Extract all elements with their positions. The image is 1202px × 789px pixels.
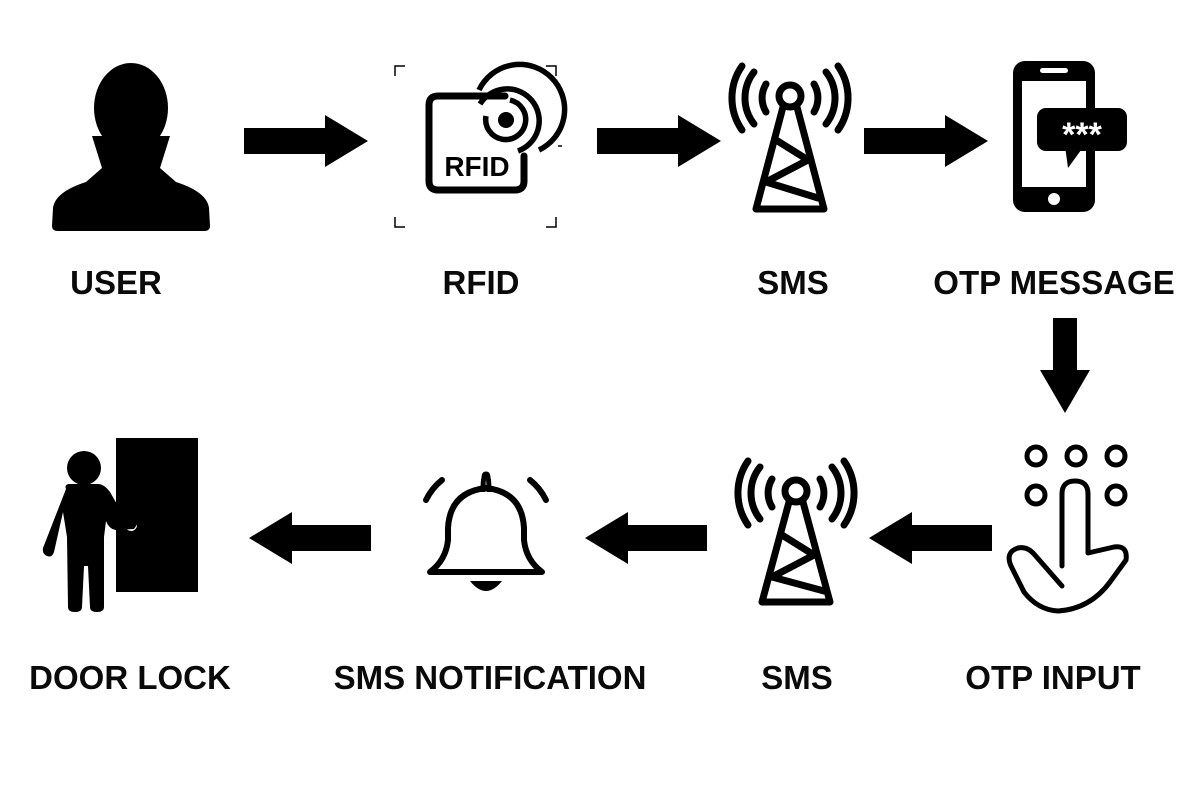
cell-tower-icon (734, 457, 858, 606)
user-silhouette-icon (52, 63, 210, 231)
node-label-door-lock: DOOR LOCK (29, 659, 231, 696)
otp-stars-text: *** (1062, 116, 1102, 154)
node-label-otp-input: OTP INPUT (965, 659, 1141, 696)
keypad-touch-icon (1006, 444, 1129, 614)
arrow-otp-input-to-sms-bottom (869, 512, 992, 564)
cell-tower-icon (728, 62, 852, 213)
rfid-icon-text: RFID (444, 151, 509, 182)
phone-message-icon: *** (1013, 61, 1127, 212)
node-label-rfid: RFID (442, 264, 520, 301)
node-label-user: USER (70, 264, 162, 301)
bell-icon (423, 471, 549, 591)
arrow-user-to-rfid (244, 115, 368, 167)
arrow-otp-message-to-otp-input (1040, 318, 1090, 413)
arrow-sms-to-otp-message (864, 115, 988, 167)
arrow-notification-to-door-lock (249, 512, 371, 564)
arrow-sms-bottom-to-notification (585, 512, 707, 564)
arrow-rfid-to-sms-top (597, 115, 721, 167)
node-label-sms-notification: SMS NOTIFICATION (333, 659, 647, 696)
node-label-sms-top: SMS (757, 264, 829, 301)
rfid-card-icon: RFID (394, 61, 568, 228)
node-label-sms-bottom: SMS (761, 659, 833, 696)
person-door-icon (42, 438, 198, 612)
node-label-otp-message: OTP MESSAGE (933, 264, 1175, 301)
